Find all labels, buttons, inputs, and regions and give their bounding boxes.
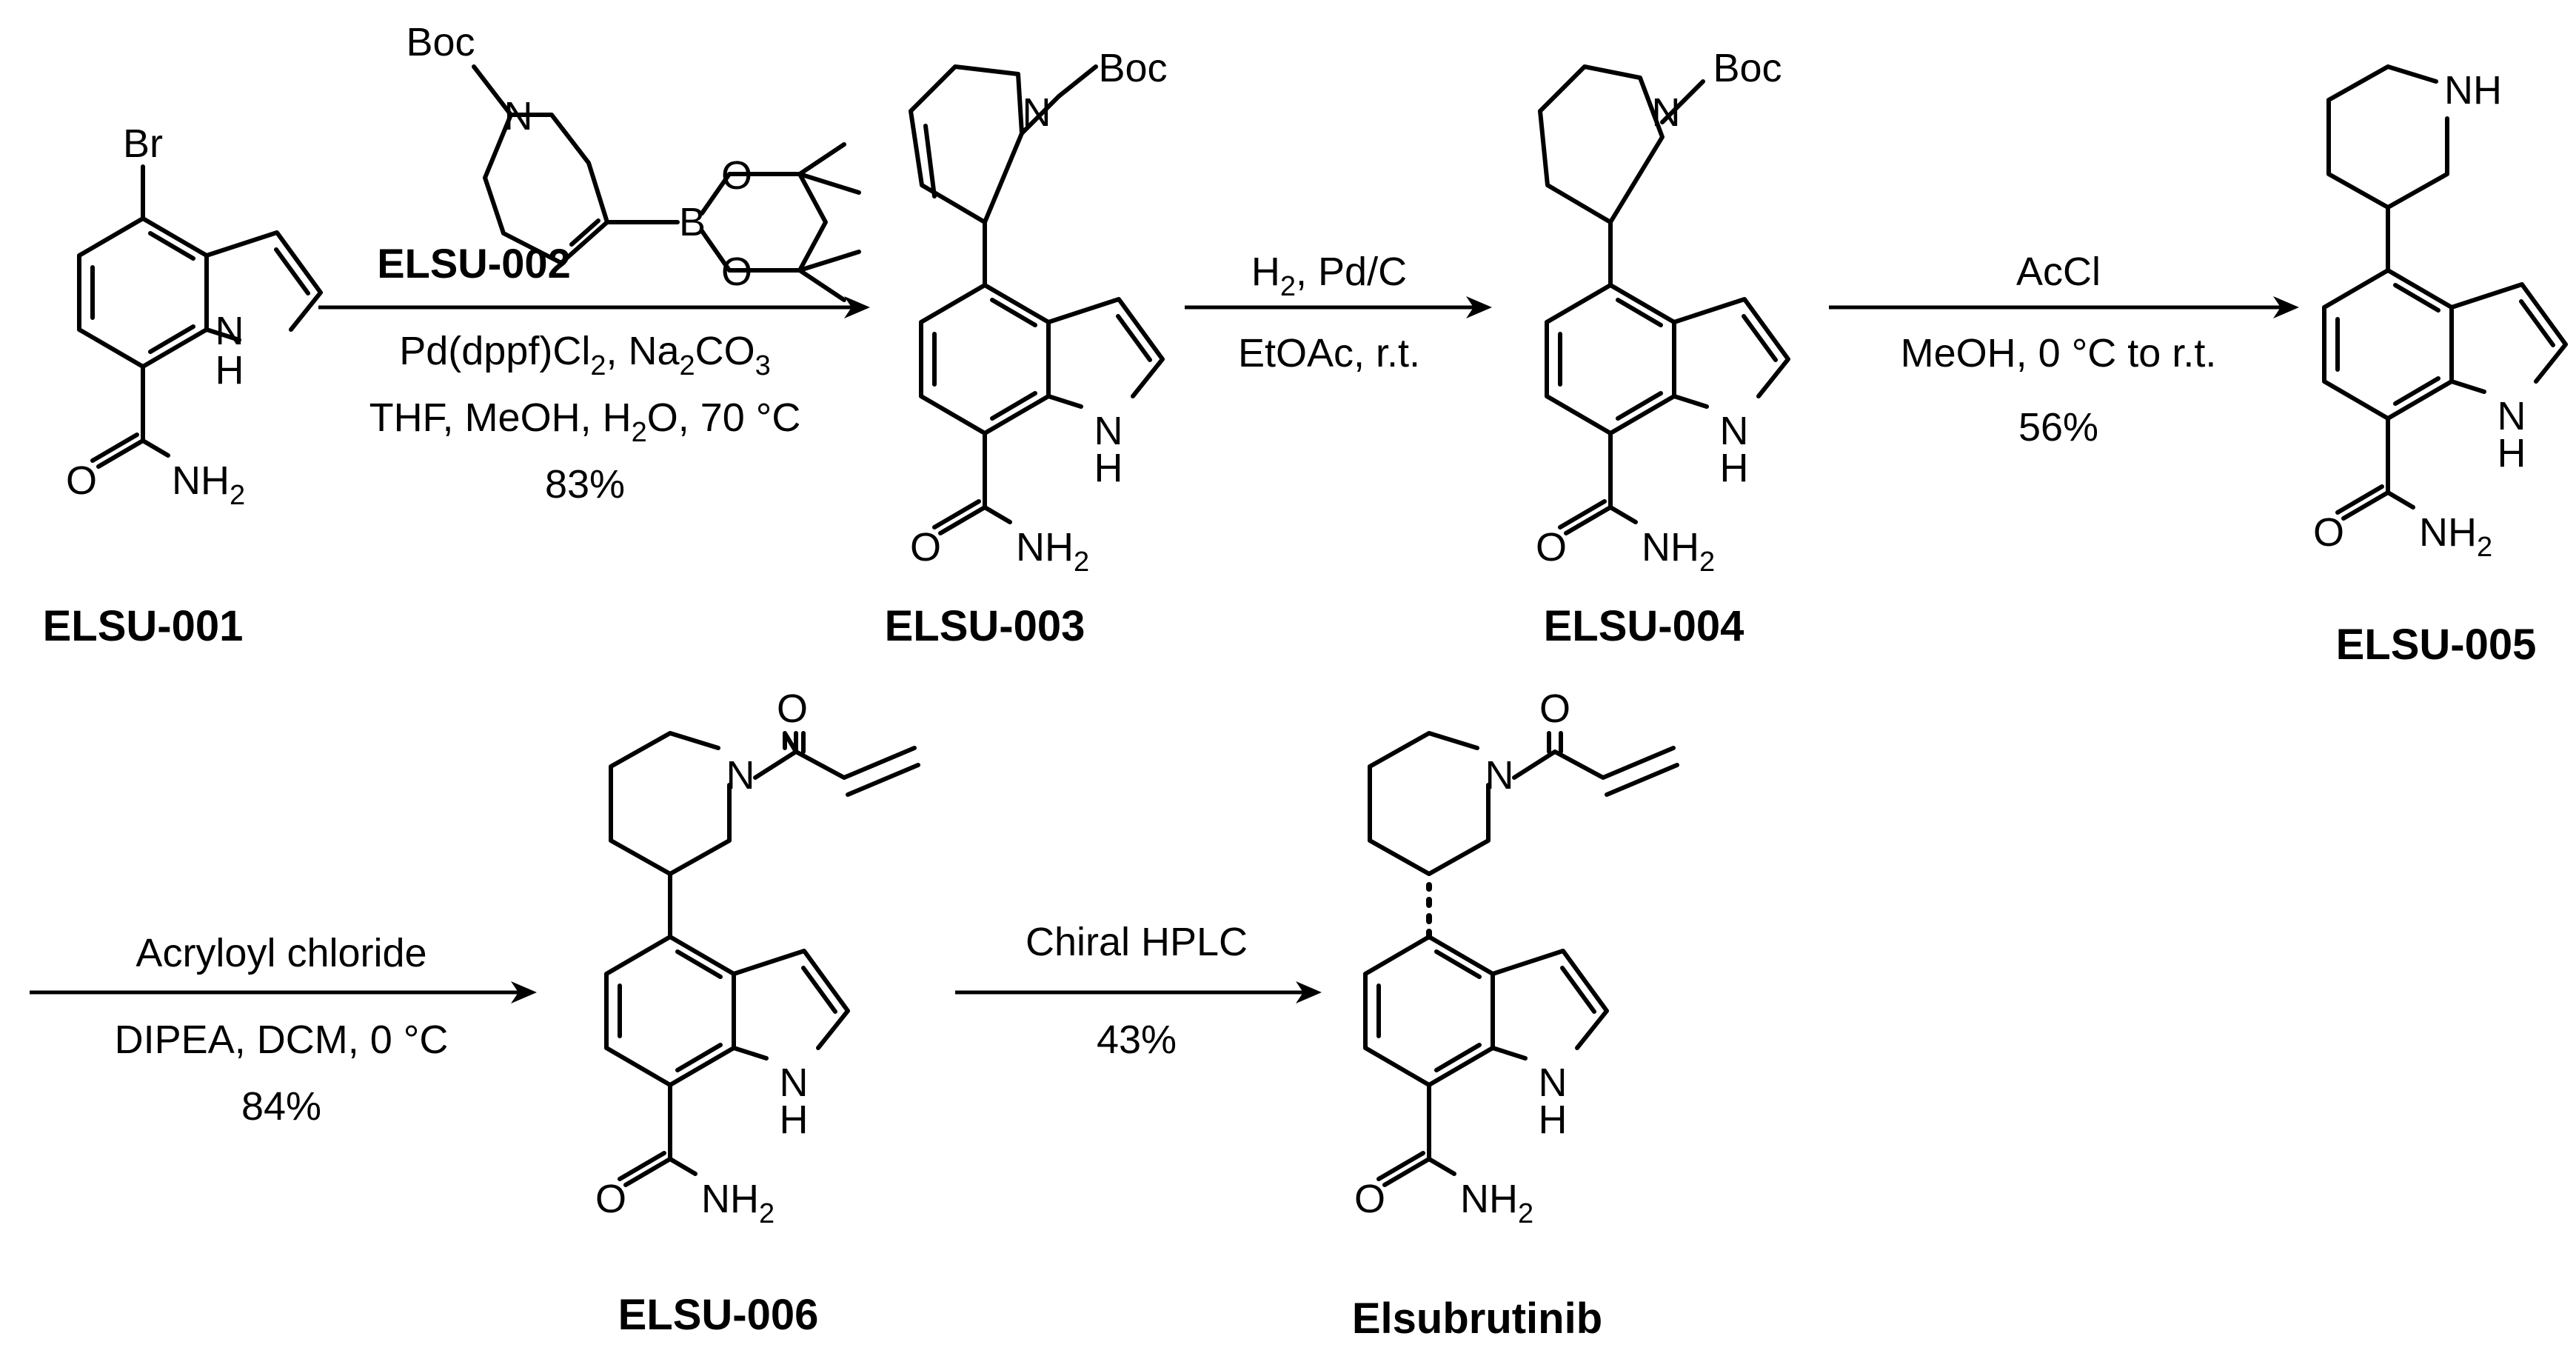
compound-elsu-002: Boc N B O O ELSU-002	[377, 20, 861, 302]
atom-n: N	[1652, 90, 1681, 135]
atom-n: N	[1023, 90, 1051, 135]
atom-o: O	[1354, 1177, 1385, 1221]
atom-n: N	[780, 1061, 809, 1105]
label-elsu-004: ELSU-004	[1544, 602, 1744, 650]
atom-n: N	[1539, 1061, 1568, 1105]
label-elsu-002: ELSU-002	[377, 240, 570, 287]
conditions-step4-line1: Acryloyl chloride	[136, 931, 426, 975]
atom-b: B	[679, 200, 706, 244]
atom-o: O	[1536, 525, 1567, 570]
atom-h: H	[1539, 1098, 1568, 1142]
atom-nh: NH	[2444, 68, 2502, 113]
conditions-step2-line1: H2, Pd/C	[1251, 250, 1407, 302]
reaction-arrow-5: Chiral HPLC 43%	[955, 920, 1322, 1062]
atom-boc: Boc	[1713, 46, 1782, 90]
atom-h: H	[215, 348, 244, 393]
atom-nh2: NH2	[2419, 510, 2492, 563]
atom-o: O	[66, 458, 97, 503]
atom-o: O	[2313, 510, 2344, 555]
compound-elsu-001: Br N H O NH2 ELSU-001	[43, 121, 321, 650]
atom-nh2: NH2	[172, 458, 245, 511]
label-elsu-005: ELSU-005	[2336, 621, 2537, 669]
atom-o: O	[910, 525, 941, 570]
compound-elsu-004: N Boc N H O NH2 ELSU-004	[1536, 46, 1788, 650]
atom-n: N	[1094, 409, 1123, 453]
reaction-arrow-1: Pd(dppf)Cl2, Na2CO3 THF, MeOH, H2O, 70 °…	[318, 296, 870, 507]
yield-step1: 83%	[545, 462, 625, 507]
atom-o: O	[721, 153, 752, 198]
conditions-step1-line2: THF, MeOH, H2O, 70 °C	[369, 395, 801, 448]
reaction-arrow-3: AcCl MeOH, 0 °C to r.t. 56%	[1829, 250, 2299, 450]
conditions-step3-line2: MeOH, 0 °C to r.t.	[1901, 331, 2217, 375]
label-elsu-003: ELSU-003	[885, 602, 1085, 650]
compound-elsu-005: NH N H O NH2 ELSU-005	[2313, 64, 2566, 669]
atom-n: N	[726, 753, 755, 798]
atom-h: H	[2498, 431, 2526, 475]
label-elsu-006: ELSU-006	[618, 1291, 819, 1339]
conditions-step2-line2: EtOAc, r.t.	[1238, 331, 1420, 375]
compound-elsu-003: N Boc N H O NH2 ELSU-003	[885, 46, 1168, 650]
atom-h: H	[1094, 446, 1123, 490]
atom-nh2: NH2	[701, 1177, 775, 1229]
reaction-arrow-2: H2, Pd/C EtOAc, r.t.	[1185, 250, 1492, 375]
atom-n: N	[215, 309, 244, 353]
atom-br: Br	[123, 121, 163, 166]
atom-o: O	[595, 1177, 626, 1221]
yield-step3: 56%	[2018, 405, 2098, 450]
atom-boc: Boc	[1098, 46, 1167, 90]
atom-nh2: NH2	[1460, 1177, 1533, 1229]
conditions-step1-line1: Pd(dppf)Cl2, Na2CO3	[399, 329, 771, 381]
atom-nh2: NH2	[1642, 525, 1715, 578]
atom-n: N	[1485, 753, 1514, 798]
atom-nh2: NH2	[1016, 525, 1089, 578]
label-elsu-001: ELSU-001	[43, 602, 244, 650]
atom-boc: Boc	[406, 20, 475, 64]
atom-h: H	[780, 1098, 809, 1142]
atom-o: O	[1539, 687, 1570, 731]
yield-step5: 43%	[1097, 1018, 1177, 1062]
yield-step4: 84%	[241, 1084, 321, 1129]
conditions-step5-line1: Chiral HPLC	[1026, 920, 1248, 964]
atom-o: O	[777, 687, 808, 731]
compound-elsu-006: N O N H O NH2 ELSU-006	[595, 687, 920, 1339]
atom-n: N	[504, 94, 533, 138]
atom-h: H	[1720, 446, 1749, 490]
atom-n: N	[2498, 394, 2526, 438]
compound-elsubrutinib: N O N H O NH2 Elsubrutinib	[1352, 687, 1679, 1343]
atom-n: N	[1720, 409, 1749, 453]
label-elsubrutinib: Elsubrutinib	[1352, 1295, 1602, 1343]
conditions-step4-line2: DIPEA, DCM, 0 °C	[115, 1018, 449, 1062]
atom-o: O	[721, 250, 752, 294]
conditions-step3-line1: AcCl	[2016, 250, 2101, 294]
reaction-arrow-4: Acryloyl chloride DIPEA, DCM, 0 °C 84%	[30, 931, 537, 1129]
